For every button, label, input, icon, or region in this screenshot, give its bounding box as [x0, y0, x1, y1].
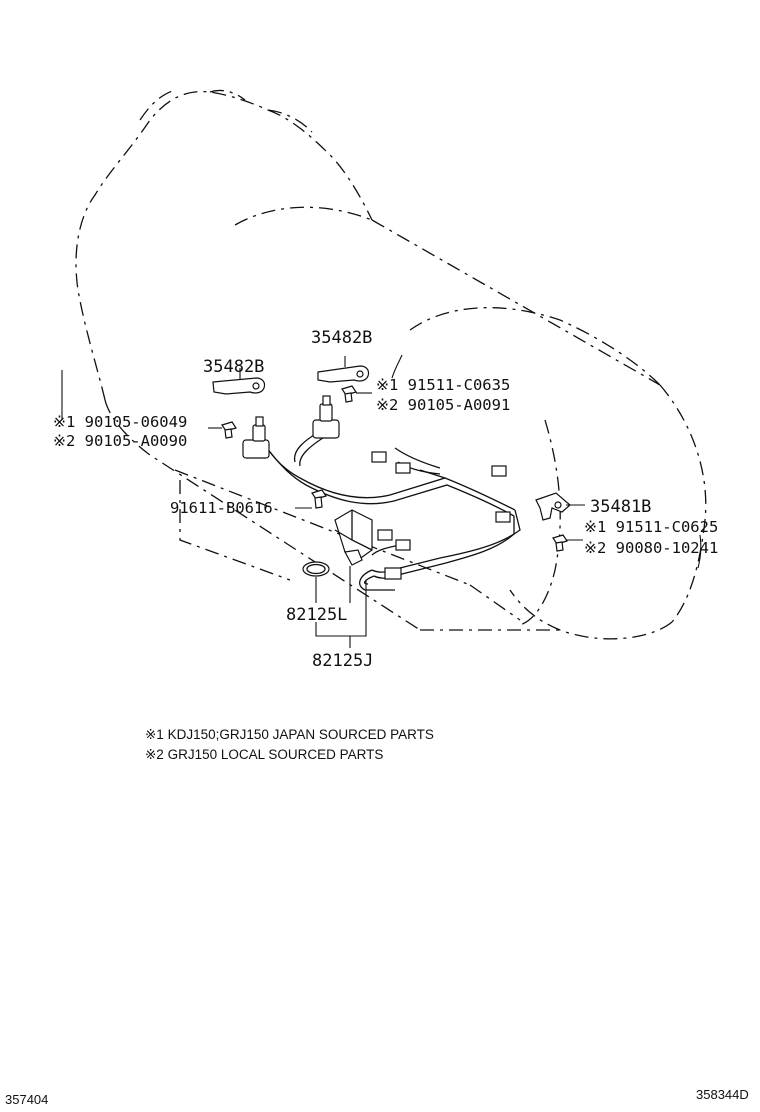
code-left: 357404: [5, 1092, 48, 1107]
label-35482b-top: 35482B: [311, 328, 372, 348]
note-2: ※2 GRJ150 LOCAL SOURCED PARTS: [145, 747, 383, 762]
label-bolt-right-1: ※1 91511-C0625: [584, 518, 718, 536]
connector-clip-5: [377, 529, 393, 541]
bolt-right: [552, 534, 568, 552]
note-1: ※1 KDJ150;GRJ150 JAPAN SOURCED PARTS: [145, 727, 434, 742]
wire-harness: [264, 429, 521, 591]
bolt-left: [221, 421, 237, 439]
bracket-35482b-top: [317, 356, 370, 383]
code-right: 358344D: [696, 1087, 749, 1102]
bolt-91611: [311, 489, 327, 509]
connector-clip-1: [371, 451, 387, 463]
connector-clip-7: [384, 567, 402, 580]
connector-clip-2: [395, 462, 411, 474]
label-82125l: 82125L: [286, 605, 347, 625]
connector-clip-6: [395, 539, 411, 551]
connector-clip-3: [491, 465, 507, 477]
label-bolt-left-1: ※1 90105-06049: [53, 413, 187, 431]
label-bolt-right-2: ※2 90080-10241: [584, 539, 718, 557]
bracket-35482b-left: [212, 368, 266, 395]
transmission-outline: [75, 89, 707, 640]
bracket-35481b: [535, 492, 571, 521]
leader-lines: [61, 354, 702, 648]
label-bolt-top-2: ※2 90105-A0091: [376, 396, 510, 414]
connector-clip-4: [495, 511, 511, 523]
label-35482b-left: 35482B: [203, 357, 264, 377]
speed-sensor: [334, 509, 373, 566]
label-bolt-top-1: ※1 91511-C0635: [376, 376, 510, 394]
o-ring-inner: [306, 563, 326, 575]
label-35481b: 35481B: [590, 497, 651, 517]
sensor-top: [312, 395, 340, 439]
label-bolt-left-2: ※2 90105-A0090: [53, 432, 187, 450]
label-82125j: 82125J: [312, 651, 373, 671]
bolt-top: [341, 385, 357, 403]
sensor-left: [242, 416, 270, 459]
label-91611: 91611-B0616: [170, 499, 273, 517]
